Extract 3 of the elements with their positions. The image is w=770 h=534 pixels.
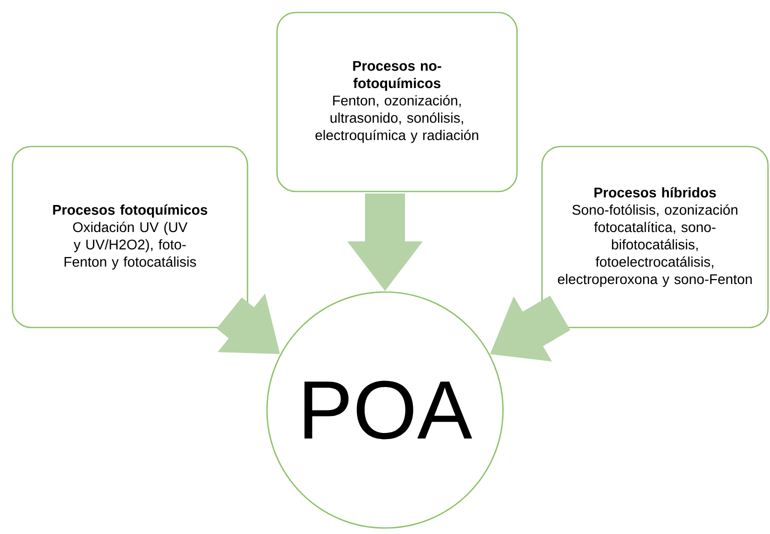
process-box: Procesos híbridos Sono-fotólisis, ozonización fotocatalítica, sono-bifotocatálisis, fotoelectrocatálisis, electroperoxona y sono-Fenton — [541, 146, 769, 328]
process-box: Procesos fotoquímicos Oxidación UV (UV y UV/H2O2), foto-Fenton y fotocatálisis — [12, 146, 248, 328]
process-box: Procesos no-fotoquímicos Fenton, ozonización, ultrasonido, sonólisis, electroquímica y radiación — [276, 12, 518, 192]
